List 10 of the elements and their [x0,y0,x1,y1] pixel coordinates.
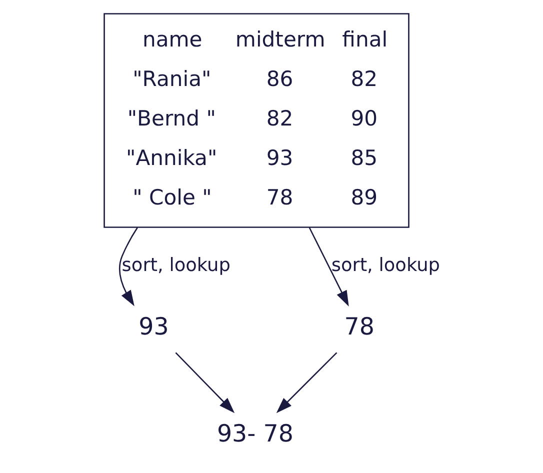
node-text: 93- 78 [216,419,293,448]
edge-label: sort, lookup [330,255,440,276]
node-text: 78 [344,312,374,341]
arrow [276,352,337,414]
arrow [174,352,234,414]
edge-label: sort, lookup [121,255,230,276]
node-box: name midterm final "Rania" 86 82 "Bernd " 82 90 "Annika" 93 85 " Cole " 78 89 [103,13,409,228]
arrow [118,227,138,306]
arrow [308,227,348,306]
node-text: 93 [138,312,168,341]
